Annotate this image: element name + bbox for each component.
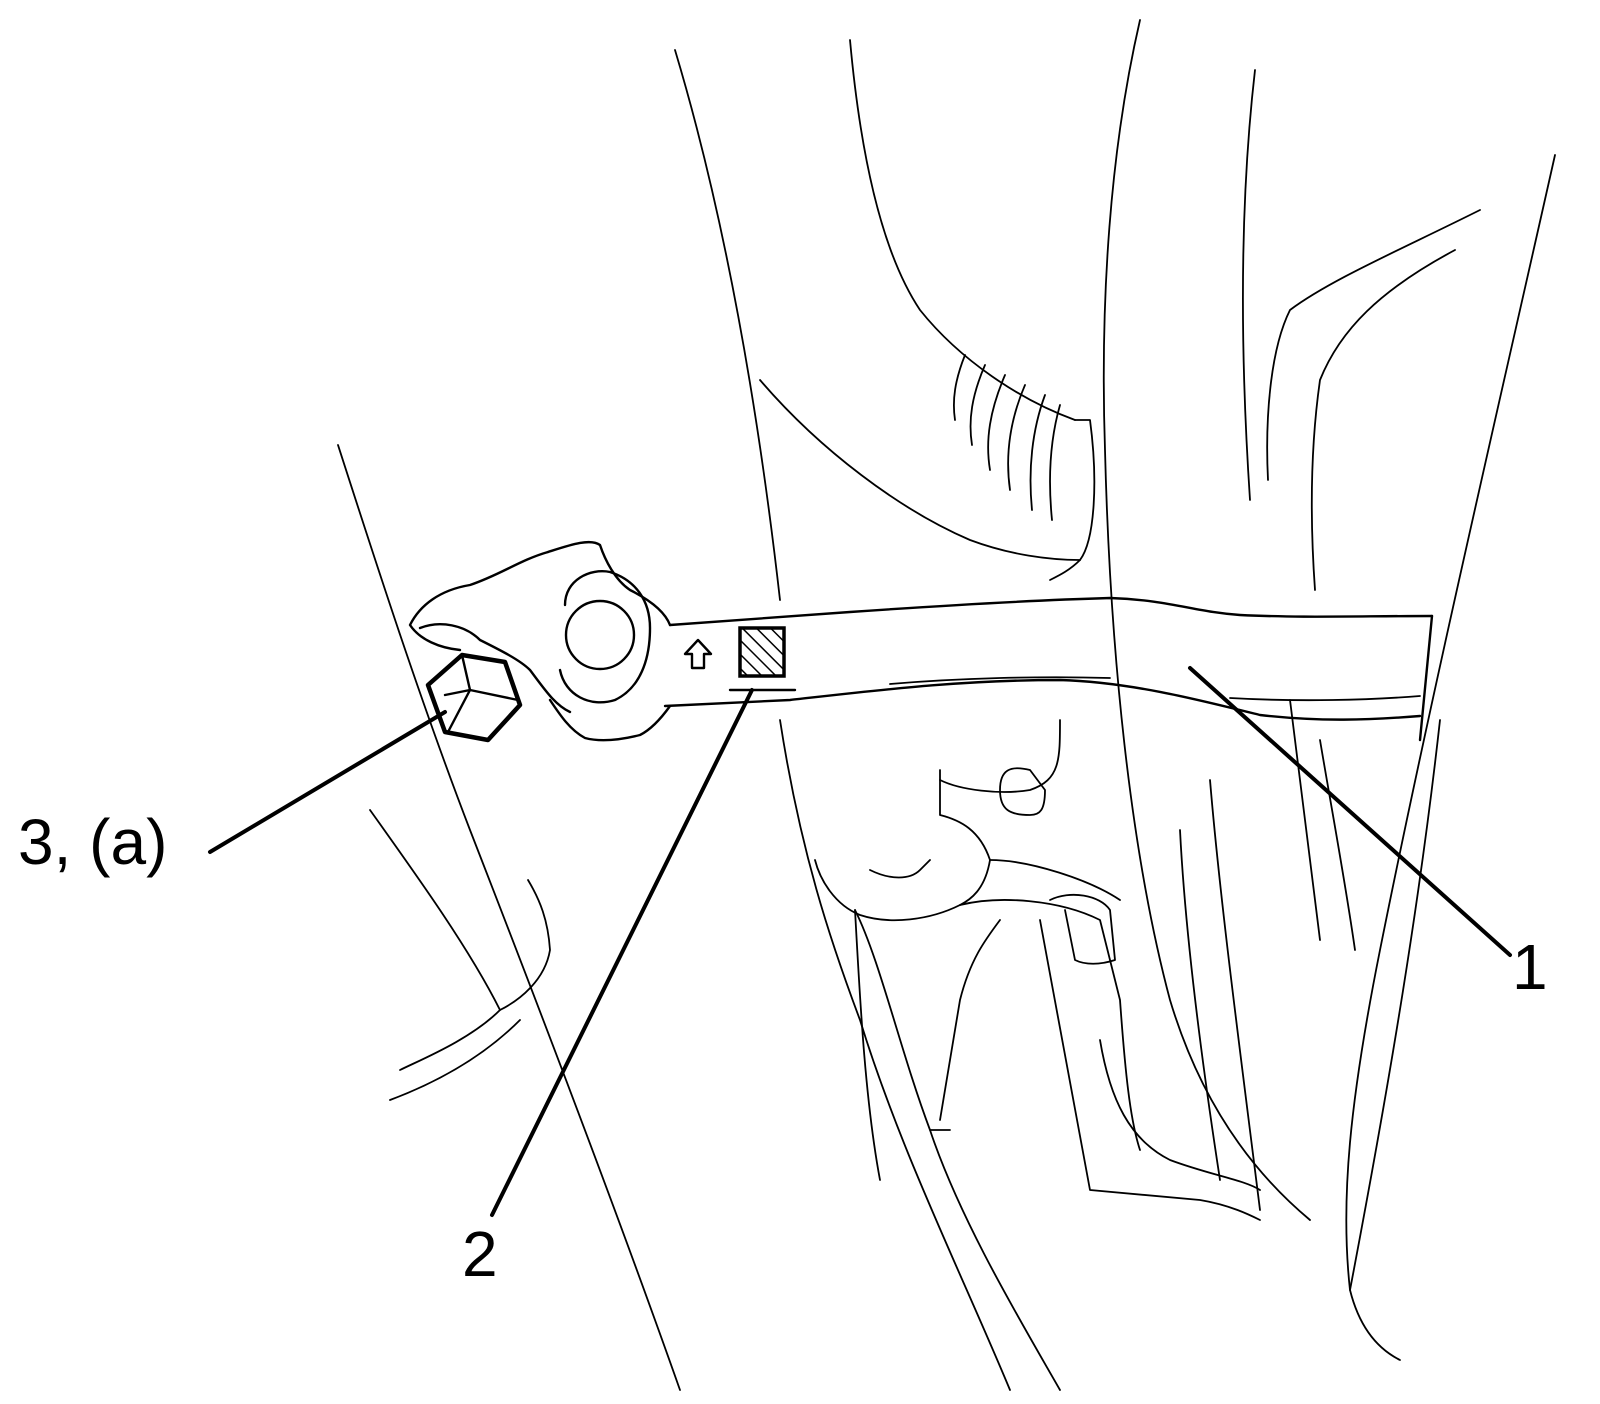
hex-nut [425, 652, 523, 743]
up-arrow-icon [683, 638, 713, 670]
stabilizer-link [408, 540, 672, 742]
strut-body [674, 39, 1096, 1391]
knuckle-bracket [814, 719, 1261, 1221]
leader-line-2 [490, 688, 754, 1217]
callout-part-1: 1 [1512, 931, 1548, 1003]
coil-spring-hatching [953, 354, 1061, 521]
callout-part-2: 2 [462, 1218, 498, 1290]
stabilizer-bar [663, 596, 1434, 742]
callout-part-3: 3, (a) [18, 806, 168, 878]
hatched-square-icon [738, 626, 786, 678]
left-housing-contour [337, 444, 681, 1391]
leader-line-1 [1188, 666, 1512, 957]
wheel-contour [1102, 19, 1556, 1361]
leader-lines [208, 666, 1512, 1217]
leader-line-3 [208, 710, 447, 854]
